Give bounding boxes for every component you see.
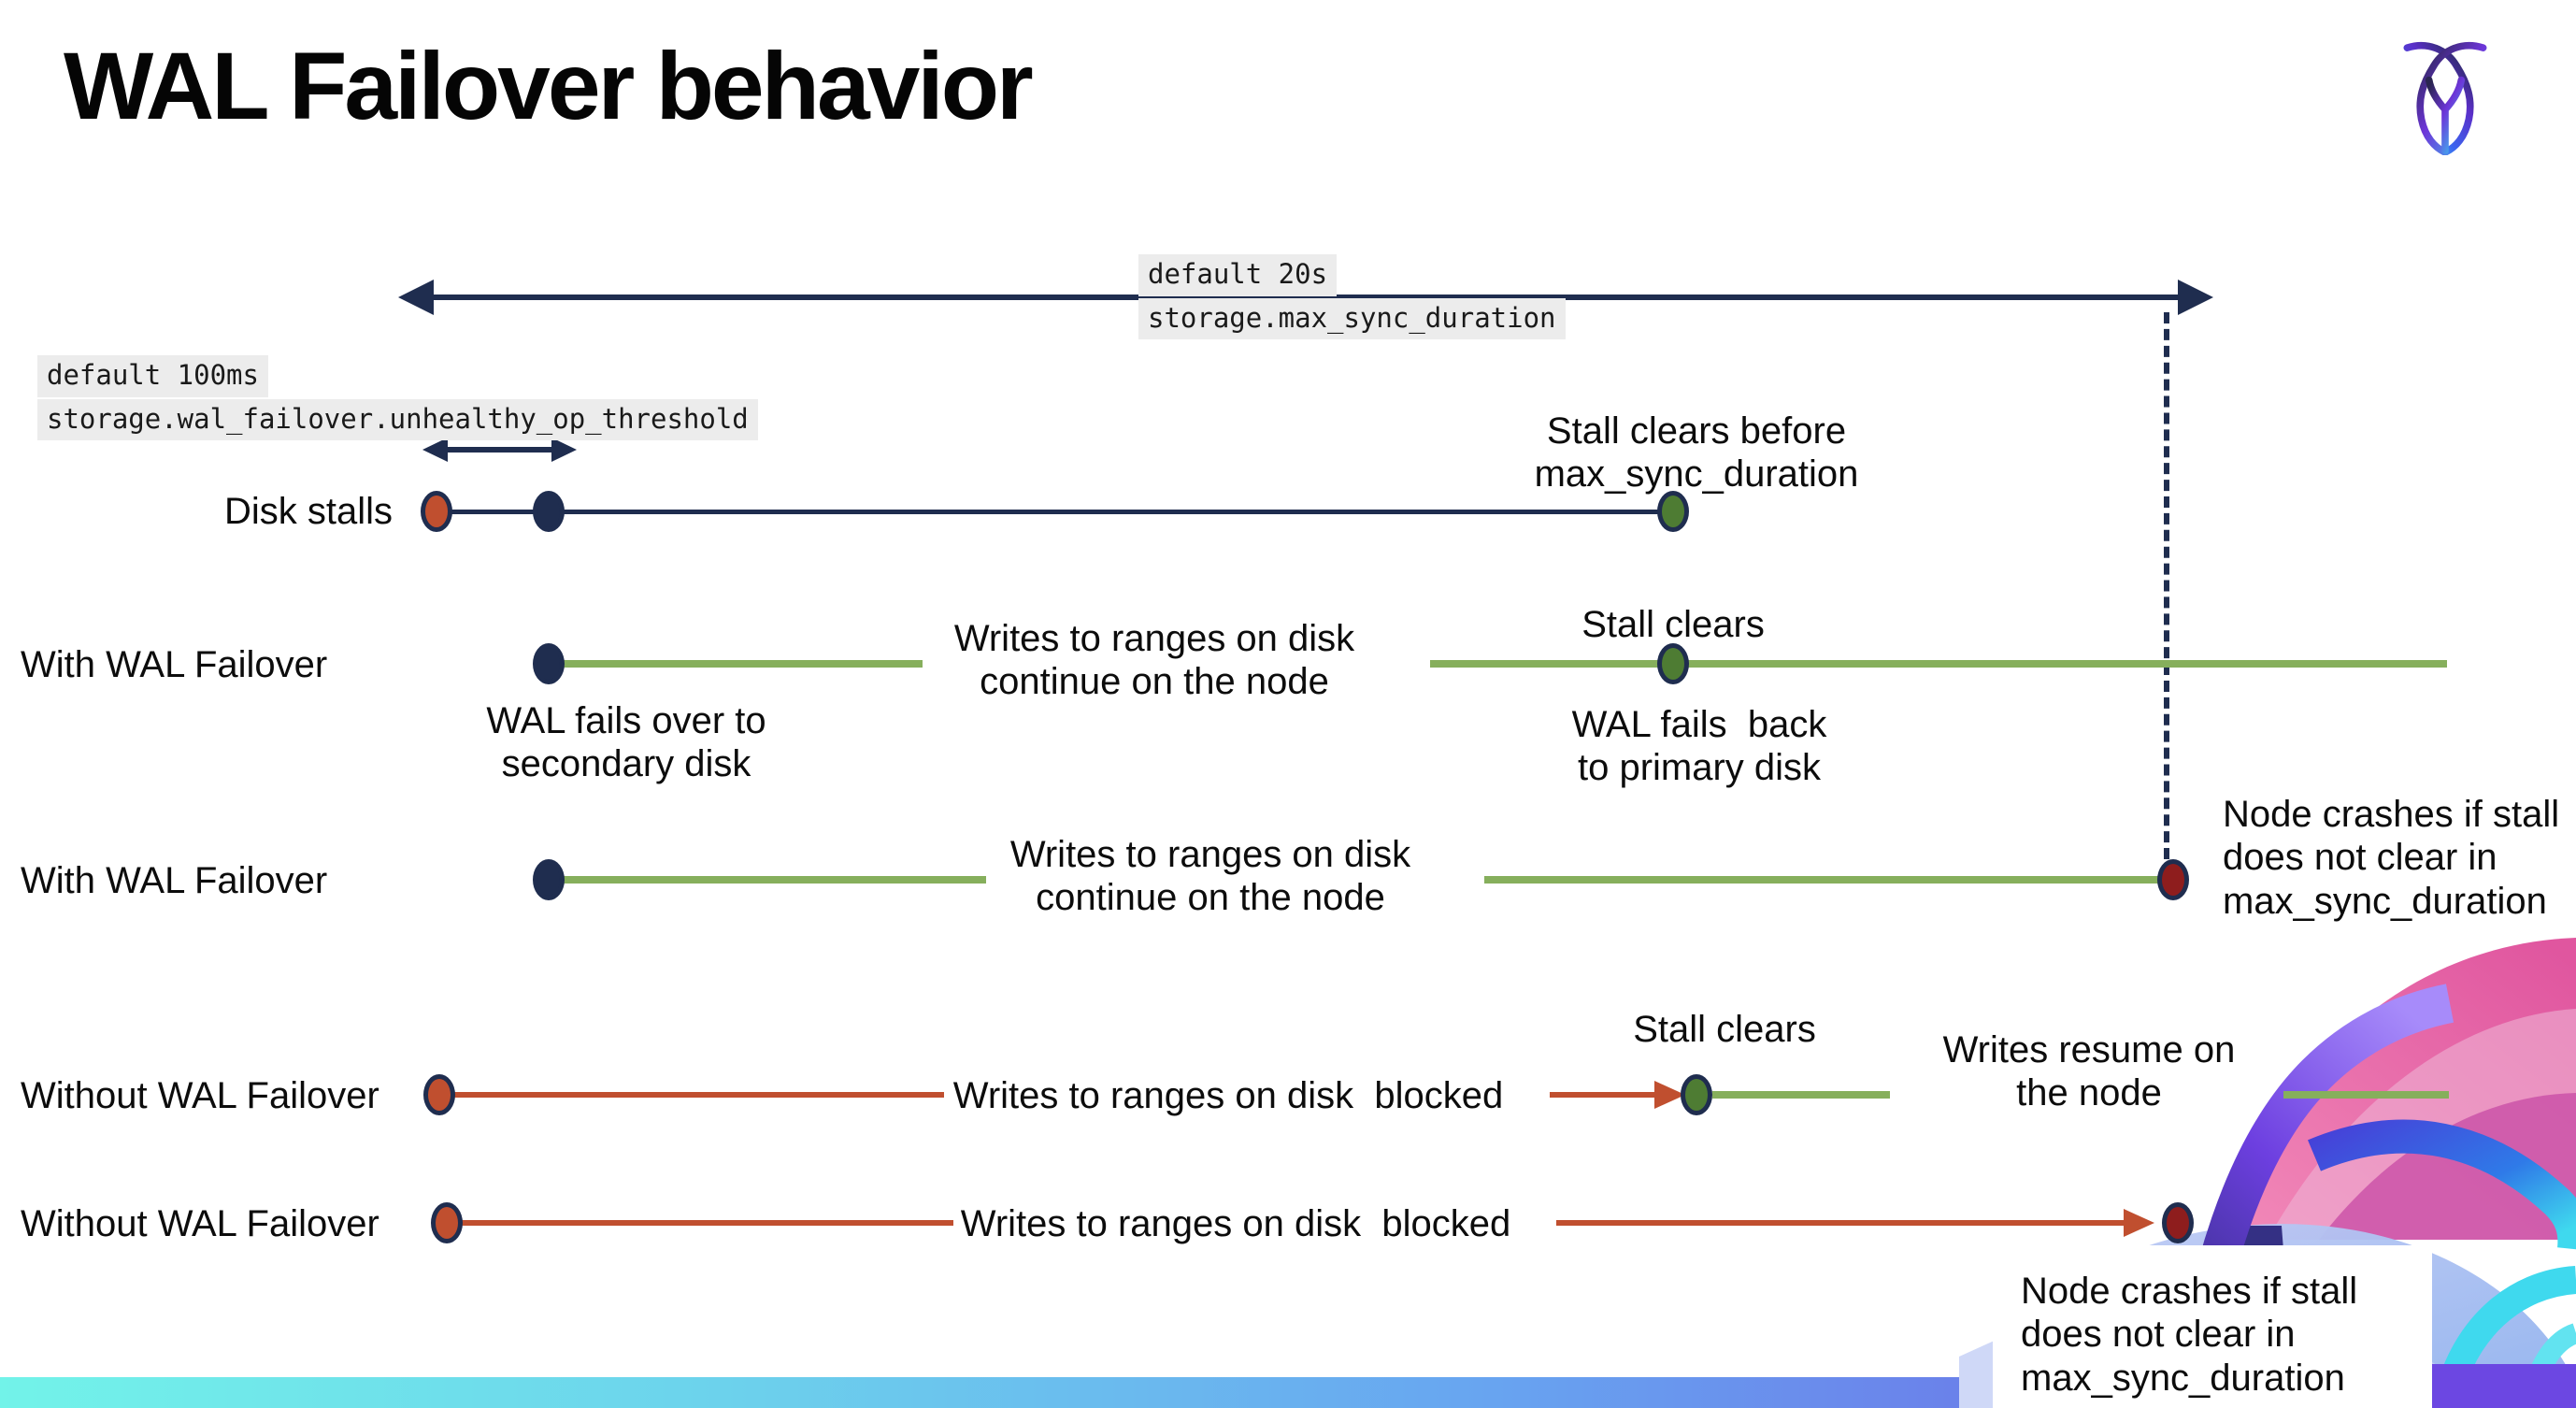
unhealthy-op-threshold-label: default 100ms storage.wal_failover.unhea…: [37, 355, 758, 442]
failover-dot: [533, 643, 565, 684]
disk-stall-timeline: [436, 510, 1673, 514]
writes-continue-line: [1484, 876, 2159, 884]
writes-resume-text: Writes resume on the node: [1942, 1029, 2236, 1114]
node-crash-dot: [2162, 1202, 2194, 1243]
node-crashes-text: Node crashes if stall does not clear in …: [2223, 794, 2560, 922]
writes-blocked-text: Writes to ranges on disk blocked: [960, 1203, 1511, 1244]
writes-blocked-text: Writes to ranges on disk blocked: [952, 1075, 1504, 1116]
wal-fails-over-text: WAL fails over to secondary disk: [486, 700, 766, 785]
writes-blocked-line: [462, 1220, 953, 1226]
unhealthy-op-default-value: default 100ms: [37, 355, 268, 397]
row-label-disk-stalls: Disk stalls: [223, 491, 393, 532]
writes-resume-line: [2283, 1091, 2449, 1099]
page-title: WAL Failover behavior: [64, 33, 1034, 139]
arrow-right-icon: [2178, 280, 2213, 315]
writes-blocked-line: [1550, 1092, 1657, 1098]
max-sync-deadline-dashed-line: [2164, 312, 2169, 859]
writes-resume-line: [1712, 1091, 1890, 1099]
max-sync-duration-arrow-line: [432, 295, 2182, 300]
cockroachdb-logo-icon: [2403, 41, 2487, 155]
stall-clears-before-text: Stall clears before max_sync_duration: [1534, 410, 1859, 496]
max-sync-duration-label: default 20s storage.max_sync_duration: [1138, 254, 1566, 341]
stall-start-dot: [423, 1074, 455, 1115]
stall-clears-dot: [1657, 491, 1689, 532]
writes-blocked-line: [454, 1092, 944, 1098]
wal-fails-back-text: WAL fails back to primary disk: [1571, 704, 1827, 789]
stall-start-dot: [431, 1202, 463, 1243]
stall-clears-text: Stall clears: [1581, 604, 1765, 645]
failover-threshold-dot: [533, 491, 565, 532]
row-label-without-wal-failover-1: Without WAL Failover: [21, 1075, 379, 1116]
stall-clears-dot: [1681, 1074, 1712, 1115]
max-sync-default-value: default 20s: [1138, 254, 1338, 296]
arrow-right-icon: [551, 438, 577, 462]
writes-continue-text: Writes to ranges on disk continue on the…: [953, 618, 1355, 703]
node-crashes-callout: Node crashes if stall does not clear in …: [1993, 1245, 2432, 1408]
failover-dot: [533, 859, 565, 900]
writes-blocked-line: [1556, 1220, 2128, 1226]
arrow-left-icon: [398, 280, 434, 315]
unhealthy-op-arrow-line: [441, 447, 555, 453]
node-crashes-text: Node crashes if stall does not clear in …: [2021, 1271, 2358, 1399]
arrow-right-icon: [2124, 1209, 2154, 1237]
writes-continue-line: [561, 876, 986, 884]
row-label-without-wal-failover-2: Without WAL Failover: [21, 1203, 379, 1244]
row-label-with-wal-failover-2: With WAL Failover: [21, 860, 328, 901]
row-label-with-wal-failover-1: With WAL Failover: [21, 644, 328, 685]
writes-continue-line: [561, 660, 923, 668]
stall-clears-dot: [1657, 643, 1689, 684]
stall-clears-text: Stall clears: [1633, 1009, 1816, 1050]
node-crash-dot: [2157, 859, 2189, 900]
stall-start-dot: [421, 491, 452, 532]
max-sync-setting-name: storage.max_sync_duration: [1138, 297, 1566, 340]
unhealthy-op-setting-name: storage.wal_failover.unhealthy_op_thresh…: [37, 398, 758, 441]
writes-continue-text: Writes to ranges on disk continue on the…: [1009, 834, 1411, 919]
arrow-right-icon: [1654, 1081, 1685, 1109]
writes-continue-line: [1430, 660, 2447, 668]
